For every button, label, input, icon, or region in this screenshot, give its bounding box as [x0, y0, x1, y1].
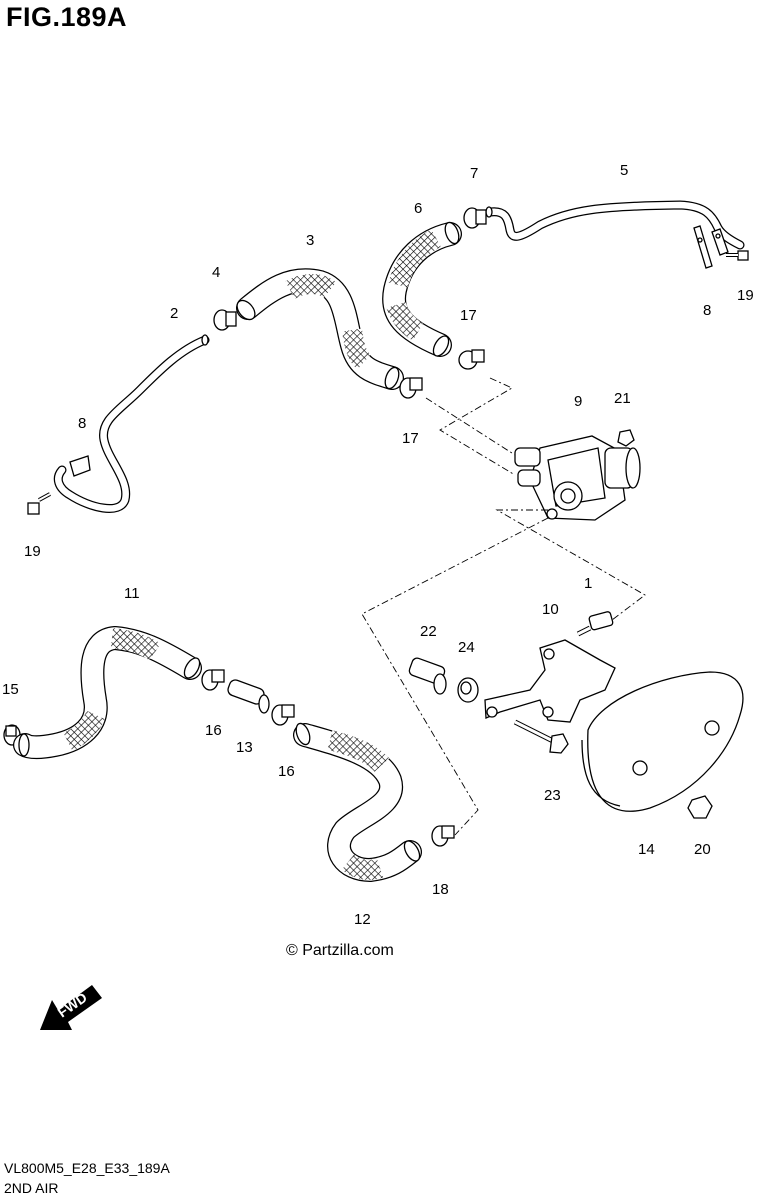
bolt-23: [513, 719, 569, 754]
hose-11: [13, 625, 202, 760]
grommet-24: [457, 677, 479, 703]
label-part-22: 22: [420, 623, 437, 640]
bolt-19-left: [27, 492, 51, 515]
label-part-3: 3: [306, 232, 314, 249]
label-part-4: 4: [212, 264, 220, 281]
label-part-16-left: 16: [205, 722, 222, 739]
leader-17b-to-valve: [439, 377, 516, 476]
hose-12: [293, 722, 422, 883]
bolt-19-upper: [726, 250, 749, 261]
pipe-8-left: [53, 334, 210, 513]
spacer-22: [408, 657, 447, 695]
label-part-13: 13: [236, 739, 253, 756]
fwd-arrow: FWD: [40, 985, 102, 1030]
bracket-10: [484, 639, 616, 723]
hose-6: [382, 221, 462, 357]
bracket-8-upper: [693, 225, 729, 269]
clamp-16-left: [201, 669, 225, 691]
label-part-17-upper: 17: [460, 307, 477, 324]
joint-13: [227, 679, 270, 714]
label-part-9: 9: [574, 393, 582, 410]
clamp-18: [431, 825, 455, 847]
leader-valve-to-clamp18: [361, 517, 549, 836]
clamp-7: [463, 207, 487, 229]
label-part-18: 18: [432, 881, 449, 898]
label-part-20: 20: [694, 841, 711, 858]
figure-name: 2ND AIR: [4, 1180, 59, 1196]
label-part-8-right: 8: [703, 302, 711, 319]
clamp-16-right: [271, 704, 295, 726]
label-part-1: 1: [584, 575, 592, 592]
label-part-21: 21: [614, 390, 631, 407]
label-part-8-left: 8: [78, 415, 86, 432]
label-part-15: 15: [2, 681, 19, 698]
figure-title: FIG.189A: [6, 2, 128, 32]
label-part-12: 12: [354, 911, 371, 928]
nut-20: [687, 795, 713, 819]
label-part-24: 24: [458, 639, 475, 656]
label-part-7: 7: [470, 165, 478, 182]
copyright-text: © Partzilla.com: [286, 942, 394, 959]
label-part-2: 2: [170, 305, 178, 322]
clamp-17-upper: [458, 349, 485, 370]
label-part-17-lower: 17: [402, 430, 419, 447]
cover-14: [581, 671, 744, 812]
valve-9: [514, 435, 641, 521]
sensor-1: [576, 611, 614, 637]
clamp-17-lower: [399, 377, 423, 399]
label-part-19-right: 19: [737, 287, 754, 304]
label-part-10: 10: [542, 601, 559, 618]
label-part-5: 5: [620, 162, 628, 179]
label-part-6: 6: [414, 200, 422, 217]
label-part-19-left: 19: [24, 543, 41, 560]
hose-3: [236, 268, 404, 390]
label-part-16-right: 16: [278, 763, 295, 780]
label-part-23: 23: [544, 787, 561, 804]
label-part-14: 14: [638, 841, 655, 858]
leader-17-to-valve: [425, 397, 516, 456]
clamp-4: [213, 309, 237, 331]
pipe-5: [485, 200, 745, 250]
leader-valve-to-sensor: [495, 509, 646, 621]
figure-code: VL800M5_E28_E33_189A: [4, 1160, 170, 1176]
label-part-11: 11: [124, 585, 140, 602]
nut-21: [617, 429, 635, 447]
